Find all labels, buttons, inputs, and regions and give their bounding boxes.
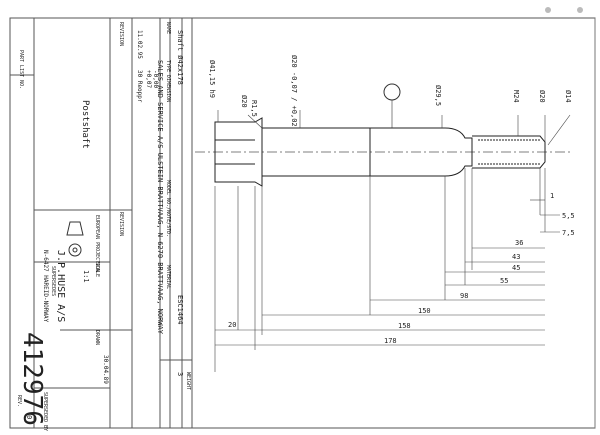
part-list-no-label: PART LIST NO. bbox=[18, 50, 24, 89]
supersedes-label: SUPERSEDES bbox=[50, 266, 56, 296]
rev-value: 0 bbox=[25, 415, 33, 419]
revision-label-bottom: REVISION bbox=[118, 212, 124, 236]
tolerance-2: -0,00 bbox=[152, 70, 159, 88]
scale-label: SCALE bbox=[94, 262, 100, 277]
type-dim-label: TYPE DIMENSION bbox=[165, 60, 171, 102]
dia-label-1: Ø41,15 h9 bbox=[208, 60, 216, 98]
dim-150: 150 bbox=[418, 307, 431, 315]
shaft-neck bbox=[370, 127, 473, 177]
company-name: J.P.HUSE A/S bbox=[55, 250, 66, 322]
drawn-label: DRAWN bbox=[94, 330, 100, 345]
rev-label: REV. bbox=[16, 395, 22, 407]
leader-lines bbox=[217, 110, 571, 146]
dim-55: 55 bbox=[500, 277, 508, 285]
scale-value: 1:1 bbox=[82, 270, 90, 283]
dia-label-4: R1,5 bbox=[250, 100, 258, 117]
note-balloon bbox=[383, 83, 401, 101]
dim-1: 1 bbox=[550, 192, 554, 200]
postshaft-label: Postshaft bbox=[80, 100, 90, 149]
dim-7-5: 7,5 bbox=[562, 229, 575, 237]
dia-label-5: Ø29,5 bbox=[434, 85, 442, 106]
shaft-outline bbox=[214, 117, 546, 187]
dimension-lines bbox=[215, 199, 560, 346]
drawn-value: 30.04.89 bbox=[102, 355, 109, 384]
dim-98: 98 bbox=[460, 292, 468, 300]
weight-label: WEIGHT bbox=[185, 372, 191, 390]
company-city: N-6427 HAREID-NORWAY bbox=[42, 250, 49, 323]
dia-label-2: Ø20 bbox=[240, 95, 248, 108]
material-label: MATERIAL bbox=[165, 265, 171, 289]
part-name: Shaft Ø42x178 bbox=[176, 30, 184, 85]
dim-20: 20 bbox=[228, 321, 236, 329]
tolerance-1: +0,07 bbox=[145, 70, 152, 88]
revision-label-top: REVISION bbox=[118, 22, 124, 46]
dia-label-6: M24 bbox=[512, 90, 520, 103]
threaded-end bbox=[472, 135, 546, 169]
drawing-number: 412976 bbox=[17, 332, 47, 426]
name-label: NAME bbox=[165, 22, 171, 34]
dia-label-7: Ø20 bbox=[538, 90, 546, 103]
european-projection: EUROPEAN PROJECTION bbox=[94, 215, 100, 272]
drawing-ref: ESC1464 bbox=[176, 295, 184, 325]
dia-label-8: Ø14 bbox=[564, 90, 572, 103]
punch-hole bbox=[577, 7, 583, 13]
dim-43: 43 bbox=[512, 253, 520, 261]
company-address: SALES AND SERVICE A/S ULSTEIN BRATTVAAG,… bbox=[156, 60, 164, 335]
weight-value: 3 bbox=[176, 372, 184, 376]
dim-178: 178 bbox=[384, 337, 397, 345]
revision-date-1: 11.02.95 bbox=[136, 30, 143, 59]
dim-5-5: 5,5 bbox=[562, 212, 575, 220]
projection-symbol-icon bbox=[66, 221, 84, 257]
model-label: MODEL NO./NOTE/STD. bbox=[165, 180, 171, 237]
dim-45: 45 bbox=[512, 264, 520, 272]
dia-label-3: Ø20 -0,07 / +0,02 bbox=[290, 55, 298, 127]
revision-line-1: 30 Reoppr bbox=[136, 70, 143, 103]
punch-hole bbox=[545, 7, 551, 13]
dim-36: 36 bbox=[515, 239, 523, 247]
superseded-label: SUPERSEDED BY bbox=[42, 392, 48, 431]
extension-lines bbox=[214, 168, 546, 372]
dim-158: 158 bbox=[398, 322, 411, 330]
